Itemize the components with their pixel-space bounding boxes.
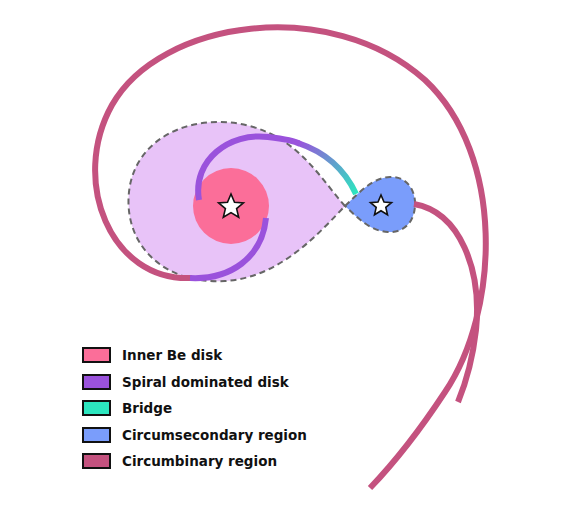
star-symbol [219, 194, 244, 217]
star-symbol [371, 195, 392, 215]
legend-row: Circumbinary region [82, 448, 307, 475]
circumsecondary-lobe [345, 177, 415, 232]
legend-text: Spiral dominated disk [122, 374, 289, 390]
legend-text: Circumsecondary region [122, 427, 307, 443]
circumbinary-arm [414, 204, 477, 402]
legend-text: Inner Be disk [122, 347, 222, 363]
spiral-arm [198, 136, 300, 200]
circumbinary-arm [95, 27, 486, 488]
legend: Inner Be diskSpiral dominated diskBridge… [82, 342, 307, 475]
legend-row: Inner Be disk [82, 342, 307, 369]
legend-swatch [82, 347, 111, 363]
legend-text: Circumbinary region [122, 453, 277, 469]
legend-row: Bridge [82, 395, 307, 422]
inner-disk [193, 168, 269, 244]
legend-swatch [82, 400, 111, 416]
legend-swatch [82, 453, 111, 469]
legend-swatch [82, 374, 111, 390]
bridge-stream [298, 143, 356, 194]
spiral-arm [190, 218, 266, 278]
legend-swatch [82, 427, 111, 443]
legend-text: Bridge [122, 400, 172, 416]
legend-row: Circumsecondary region [82, 422, 307, 449]
legend-row: Spiral dominated disk [82, 369, 307, 396]
